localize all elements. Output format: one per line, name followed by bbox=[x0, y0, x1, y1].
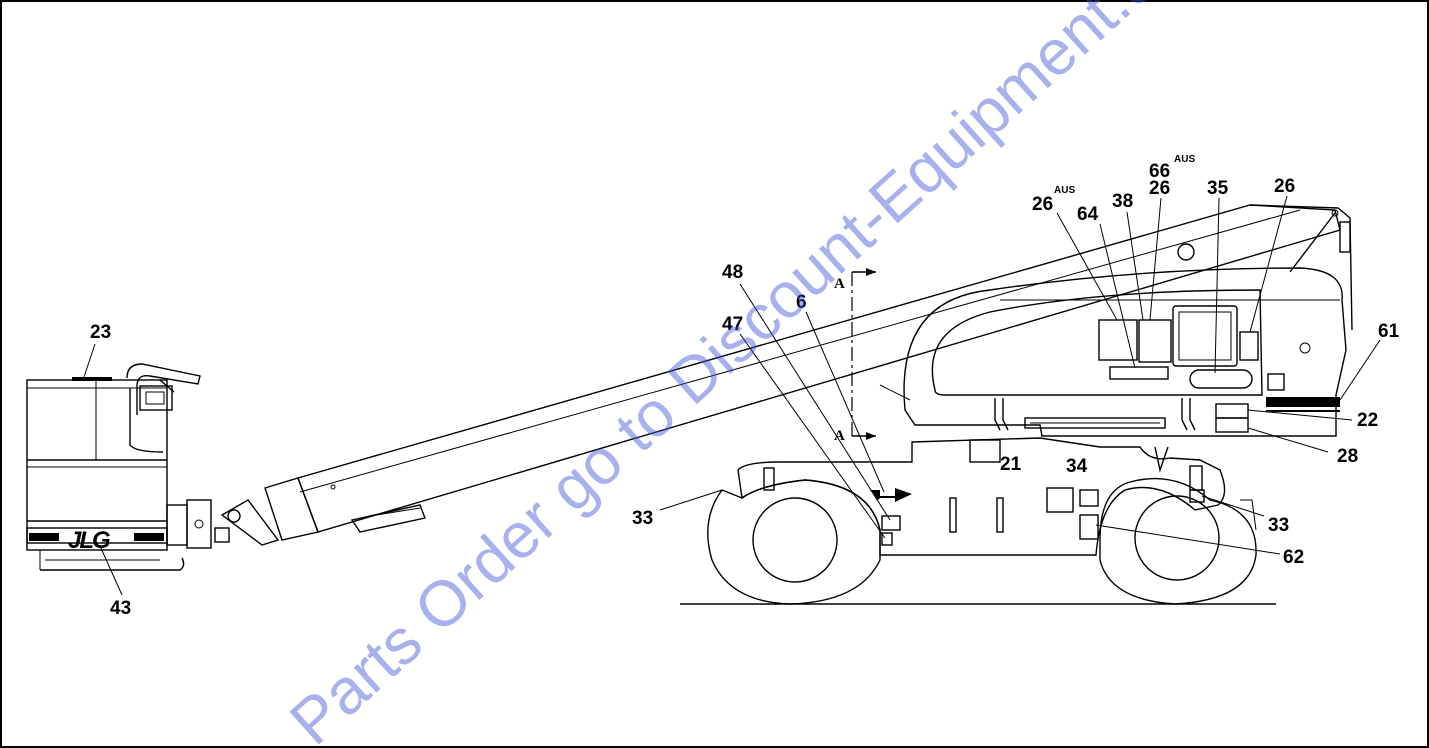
section-line-a: A A bbox=[834, 268, 876, 444]
decal-23-marker bbox=[72, 377, 112, 381]
decal-21 bbox=[1046, 487, 1074, 513]
decal-34 bbox=[1079, 489, 1099, 507]
decal-38 bbox=[1138, 319, 1172, 363]
hood-hazard-stripes bbox=[1266, 397, 1340, 407]
callout-35: 35 bbox=[1207, 178, 1229, 199]
callout-28: 28 bbox=[1337, 446, 1358, 467]
decal-35 bbox=[1189, 369, 1253, 389]
decal-26-left bbox=[1098, 319, 1138, 361]
watermark: Parts Order go to Discount-Equipment.com bbox=[276, 0, 1234, 748]
section-marker-top: A bbox=[834, 276, 845, 292]
decal-62 bbox=[1079, 514, 1099, 540]
wheels bbox=[707, 477, 1257, 605]
chassis bbox=[737, 437, 1226, 556]
callouts: 23 43 48 47 6 33 26 AUS 64 38 26 66 AUS … bbox=[90, 154, 1400, 619]
callout-6: 6 bbox=[796, 292, 807, 313]
callout-66-aus: 66 bbox=[1149, 161, 1170, 182]
decal-26-right bbox=[1239, 331, 1259, 361]
direction-arrow-decal bbox=[870, 488, 912, 502]
callout-38: 38 bbox=[1112, 191, 1133, 212]
callout-47: 47 bbox=[722, 314, 743, 335]
callout-23: 23 bbox=[90, 322, 111, 343]
callout-33-left: 33 bbox=[632, 508, 653, 529]
callout-22: 22 bbox=[1357, 410, 1378, 431]
callout-64: 64 bbox=[1077, 204, 1099, 225]
callout-43: 43 bbox=[110, 598, 131, 619]
jlg-logo: JLG bbox=[68, 527, 112, 554]
callout-26-aus: 26 bbox=[1032, 194, 1053, 215]
decal-28 bbox=[1215, 417, 1249, 433]
rear-wheel bbox=[1099, 477, 1257, 605]
turntable-hood bbox=[879, 267, 1347, 437]
decal-22 bbox=[1215, 403, 1249, 419]
callout-66-aus-suffix: AUS bbox=[1174, 154, 1195, 165]
decal-64 bbox=[1109, 366, 1169, 380]
callout-26-c: 26 bbox=[1274, 176, 1295, 197]
callout-34: 34 bbox=[1066, 456, 1088, 477]
callout-33-right: 33 bbox=[1268, 515, 1289, 536]
decal-47 bbox=[881, 532, 893, 546]
callout-26-aus-suffix: AUS bbox=[1054, 185, 1075, 196]
hood-window bbox=[1172, 305, 1238, 367]
front-wheel bbox=[707, 479, 881, 605]
section-marker-bottom: A bbox=[834, 428, 845, 444]
decal-48 bbox=[881, 515, 901, 531]
callout-62: 62 bbox=[1283, 547, 1304, 568]
callout-26-b: 26 bbox=[1149, 178, 1170, 199]
platform: JLG bbox=[26, 363, 230, 571]
leader-lines bbox=[83, 195, 1381, 596]
callout-61: 61 bbox=[1378, 321, 1400, 342]
callout-48: 48 bbox=[722, 262, 743, 283]
svg-text:JLG: JLG bbox=[68, 527, 110, 554]
decal-33-right bbox=[1189, 489, 1205, 503]
callout-21: 21 bbox=[1000, 454, 1022, 475]
platform-hazard-stripes bbox=[29, 533, 164, 541]
